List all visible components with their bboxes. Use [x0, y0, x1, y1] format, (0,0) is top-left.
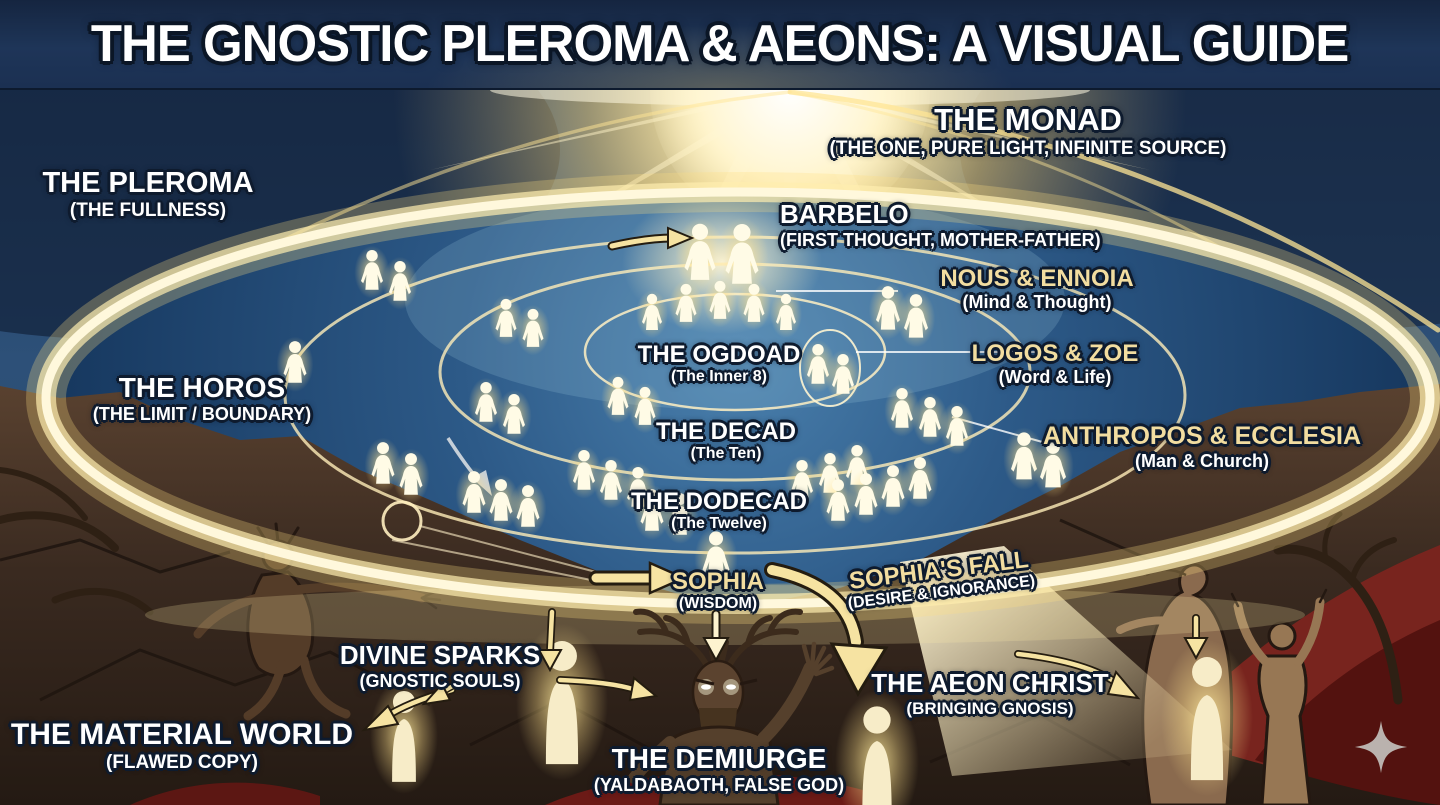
logos-title: LOGOS & ZOE	[971, 340, 1139, 367]
sparkle-icon	[1354, 720, 1408, 774]
demiurge-figure	[628, 608, 835, 805]
divine-sparks-title: DIVINE SPARKS	[339, 640, 541, 670]
arrows	[361, 226, 1209, 732]
decad-title: THE DECAD	[655, 418, 797, 445]
label-divine-sparks: DIVINE SPARKS (GNOSTIC SOULS)	[339, 640, 541, 691]
barbelo-title: BARBELO	[780, 199, 909, 229]
dodecad-title: THE DODECAD	[630, 488, 808, 515]
divine-sparks-subtitle: (GNOSTIC SOULS)	[359, 670, 521, 691]
monster-figure	[193, 522, 442, 721]
pleroma-subtitle: (THE FULLNESS)	[69, 199, 227, 221]
label-demiurge: THE DEMIURGE (YALDABAOTH, FALSE GOD)	[594, 744, 844, 795]
logos-subtitle: (Word & Life)	[998, 367, 1112, 388]
label-pleroma: THE PLEROMA (THE FULLNESS)	[42, 168, 253, 221]
label-logos-zoe: LOGOS & ZOE (Word & Life)	[972, 341, 1139, 388]
horos-subtitle: (THE LIMIT / BOUNDARY)	[92, 403, 312, 424]
label-horos: THE HOROS (THE LIMIT / BOUNDARY)	[93, 373, 311, 424]
barbelo-subtitle: (FIRST THOUGHT, MOTHER-FATHER)	[780, 229, 1101, 250]
label-monad: THE MONAD (THE ONE, PURE LIGHT, INFINITE…	[829, 102, 1227, 159]
label-barbelo: BARBELO (FIRST THOUGHT, MOTHER-FATHER)	[780, 199, 1101, 250]
label-sophia: SOPHIA (WISDOM)	[672, 569, 764, 613]
sophia-title: SOPHIA	[671, 568, 765, 595]
reaching-figure	[1230, 588, 1328, 805]
monad-title: THE MONAD	[934, 102, 1122, 137]
demiurge-title: THE DEMIURGE	[611, 743, 827, 774]
label-ogdoad: THE OGDOAD (The Inner 8)	[638, 342, 801, 386]
label-aeon-christ: THE AEON CHRIST (BRINGING GNOSIS)	[871, 668, 1109, 718]
monad-subtitle: (THE ONE, PURE LIGHT, INFINITE SOURCE)	[829, 137, 1227, 159]
label-material-world: THE MATERIAL WORLD (FLAWED COPY)	[11, 719, 353, 773]
label-anthropos-ecclesia: ANTHROPOS & ECCLESIA (Man & Church)	[1043, 423, 1361, 471]
aeon-christ-subtitle: (BRINGING GNOSIS)	[906, 698, 1074, 718]
ogdoad-subtitle: (The Inner 8)	[670, 368, 768, 386]
label-decad: THE DECAD (The Ten)	[656, 419, 796, 463]
decad-subtitle: (The Ten)	[690, 445, 762, 463]
demiurge-subtitle: (YALDABAOTH, FALSE GOD)	[593, 774, 845, 795]
ogdoad-title: THE OGDOAD	[637, 341, 801, 368]
sophia-subtitle: (WISDOM)	[678, 595, 758, 613]
anthropos-title: ANTHROPOS & ECCLESIA	[1042, 422, 1362, 450]
dodecad-subtitle: (The Twelve)	[671, 515, 767, 533]
label-dodecad: THE DODECAD (The Twelve)	[631, 489, 807, 533]
title-bar: THE GNOSTIC PLEROMA & AEONS: A VISUAL GU…	[0, 0, 1440, 90]
horos-ring	[26, 172, 1440, 624]
pleroma-title: THE PLEROMA	[42, 167, 254, 199]
page-title: THE GNOSTIC PLEROMA & AEONS: A VISUAL GU…	[91, 15, 1349, 73]
horos-title: THE HOROS	[118, 372, 286, 403]
material-world-subtitle: (FLAWED COPY)	[106, 751, 258, 773]
nous-subtitle: (Mind & Thought)	[962, 292, 1112, 313]
label-nous-ennoia: NOUS & ENNOIA (Mind & Thought)	[940, 266, 1133, 313]
material-world-title: THE MATERIAL WORLD	[10, 718, 354, 751]
anthropos-subtitle: (Man & Church)	[1135, 450, 1269, 471]
aeon-christ-title: THE AEON CHRIST	[871, 668, 1109, 698]
nous-title: NOUS & ENNOIA	[940, 265, 1134, 292]
